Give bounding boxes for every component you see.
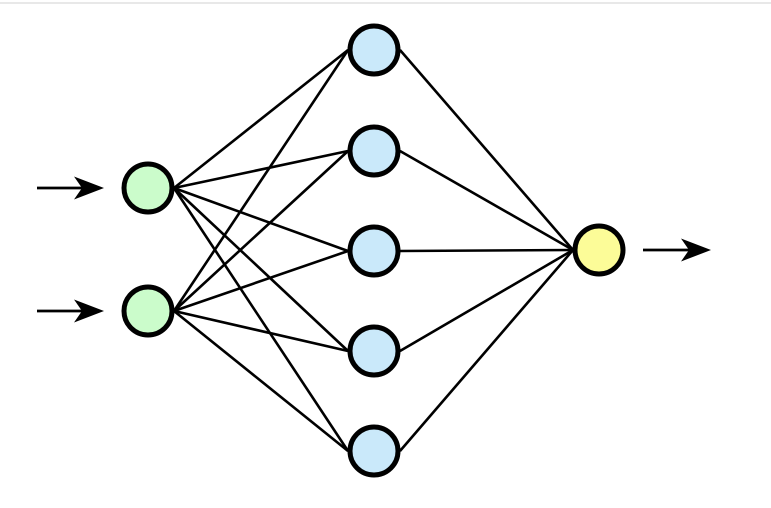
edge-input-2-hidden-4 — [173, 309, 349, 353]
edge-input-1-hidden-2 — [173, 149, 349, 190]
edge-hidden-5-output-1 — [399, 249, 574, 452]
input-arrow-1 — [37, 176, 104, 200]
edge-input-2-hidden-2 — [173, 150, 349, 312]
edge-input-2-hidden-5 — [173, 309, 349, 453]
hidden-3-node — [347, 224, 401, 278]
hidden-4-node — [347, 324, 401, 378]
hidden-1-node — [347, 23, 401, 77]
edge-hidden-3-output-1 — [399, 248, 574, 253]
output-arrow — [643, 238, 711, 262]
input-arrow-2-head-icon — [74, 299, 104, 323]
edge-input-1-hidden-3 — [173, 186, 349, 253]
edge-input-1-hidden-4 — [173, 187, 349, 352]
edge-hidden-1-output-1 — [399, 49, 574, 251]
edge-input-1-hidden-1 — [173, 48, 349, 190]
edge-input-2-hidden-3 — [173, 249, 349, 313]
hidden-5-node — [347, 424, 401, 478]
input-arrow-1-head-icon — [74, 176, 104, 200]
input-1-node — [121, 161, 175, 215]
edge-input-2-hidden-1 — [172, 49, 350, 312]
edge-hidden-4-output-1 — [399, 248, 574, 353]
output-1-node — [572, 223, 626, 277]
input-arrow-2 — [37, 299, 104, 323]
edge-hidden-2-output-1 — [399, 149, 574, 252]
hidden-2-node — [347, 124, 401, 178]
output-arrow-head-icon — [681, 238, 711, 262]
edge-input-1-hidden-5 — [172, 187, 350, 452]
input-2-node — [121, 284, 175, 338]
